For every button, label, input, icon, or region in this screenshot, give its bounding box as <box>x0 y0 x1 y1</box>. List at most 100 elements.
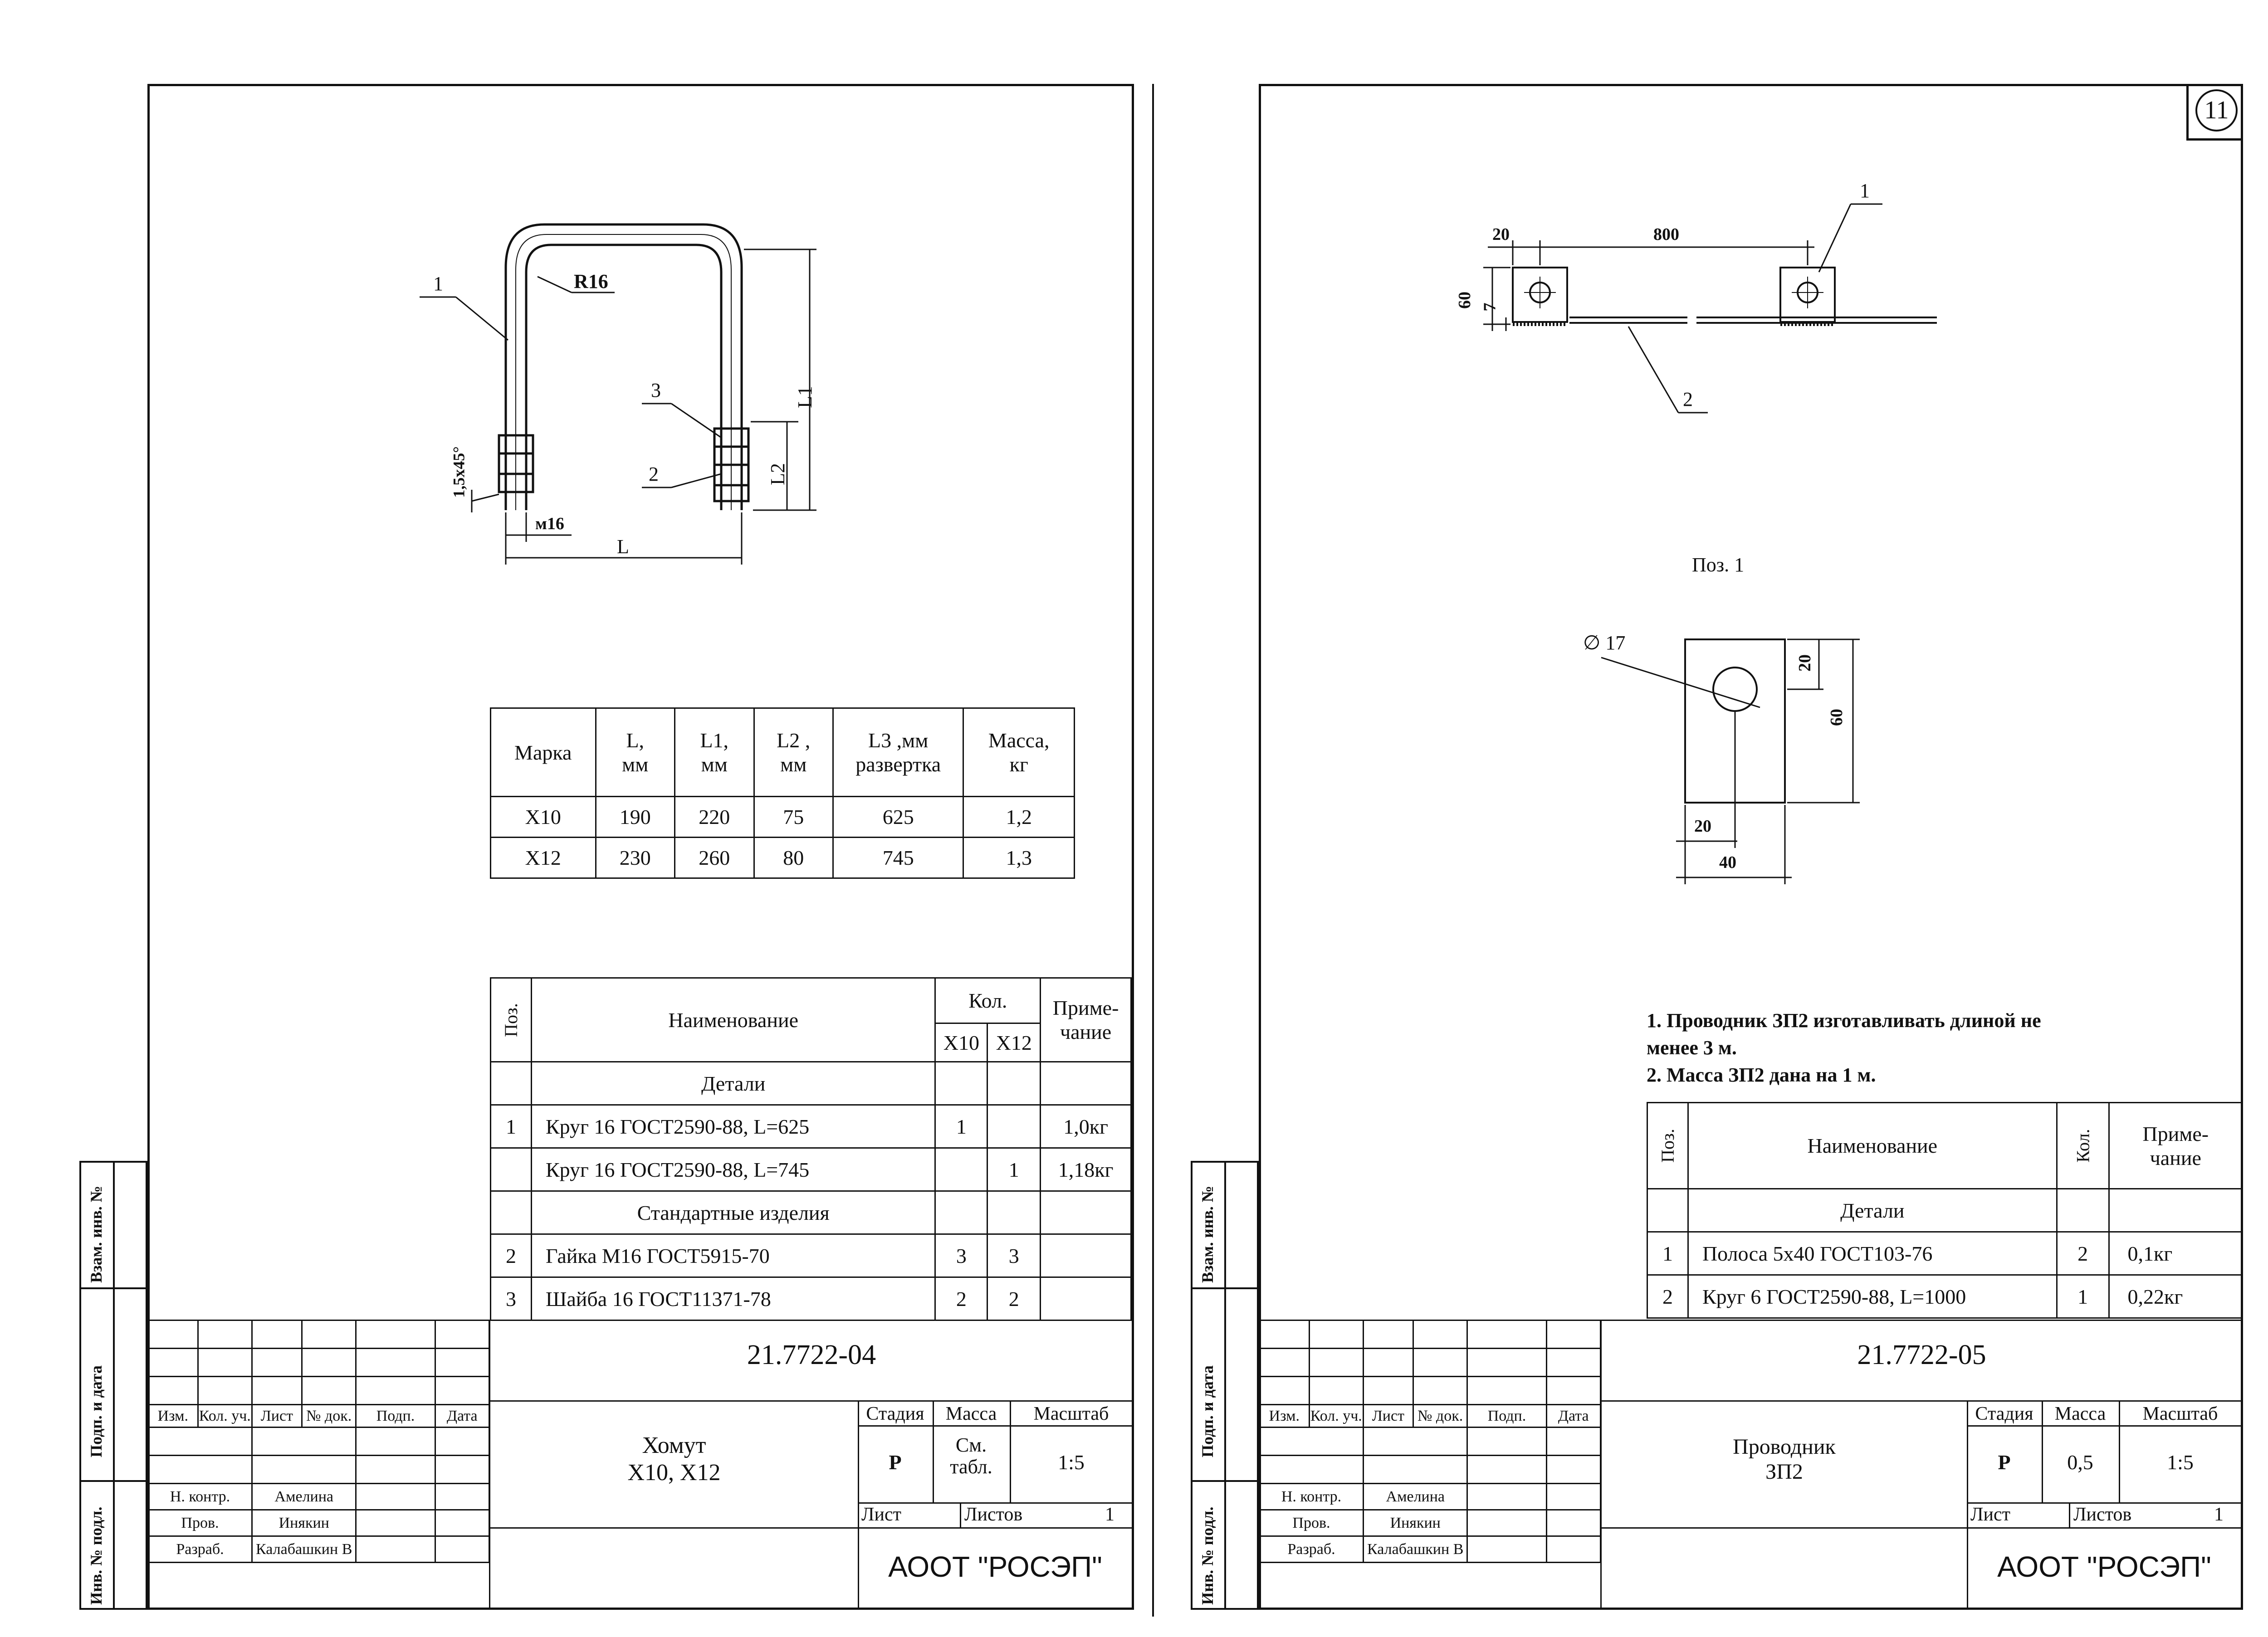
masshtab-header: Масштаб <box>2142 1403 2218 1424</box>
u-bolt-drawing <box>420 223 816 565</box>
callout-2: 2 <box>649 463 659 485</box>
hdr-l: L, мм <box>595 707 675 797</box>
sheet-number: 11 <box>2195 89 2238 132</box>
massa-header: Масса <box>945 1403 997 1424</box>
masshtab-value: 1:5 <box>1058 1451 1085 1474</box>
sidebar-inv: Инв. № подл. <box>87 1506 105 1605</box>
right-sidebar: Взам. инв. № Подп. и дата Инв. № подл. <box>1191 1161 1259 1610</box>
dim-m16: м16 <box>535 514 564 533</box>
masshtab-header: Масштаб <box>1033 1403 1109 1424</box>
callout-1: 1 <box>433 273 443 295</box>
cell: X10 <box>490 796 596 838</box>
cell: 625 <box>832 796 964 838</box>
hdr-kol: Кол. <box>2056 1102 2110 1189</box>
hdr-note: Приме- чание <box>2108 1102 2244 1189</box>
hdr-mass: Масса, кг <box>963 707 1075 797</box>
massa-header: Масса <box>2054 1403 2106 1424</box>
hdr-name: Наименование <box>530 977 936 1062</box>
hdr-l2: L2 , мм <box>753 707 834 797</box>
listov-label: Листов <box>2073 1504 2132 1525</box>
detail-d40: 40 <box>1719 853 1736 872</box>
callout-2-right: 2 <box>1683 388 1693 410</box>
hdr-x10: X10 <box>934 1023 988 1062</box>
sidebar-vzam: Взам. инв. № <box>87 1185 105 1283</box>
org-name: АООТ "РОСЭП" <box>888 1550 1102 1583</box>
hdr-poz: Поз. <box>490 977 532 1062</box>
cell: 1,3 <box>963 837 1075 879</box>
detail-d60: 60 <box>1827 709 1846 726</box>
cell: 230 <box>595 837 675 879</box>
hdr-l3: L3 ,мм развертка <box>832 707 964 797</box>
hdr-l1: L1, мм <box>674 707 755 797</box>
left-stamp-main: 21.7722-04 Хомут X10, X12 Стадия Масса М… <box>489 1320 1134 1610</box>
dim-20: 20 <box>1492 225 1510 244</box>
detail-d20a: 20 <box>1795 654 1814 672</box>
sheet-divider <box>1152 84 1154 1617</box>
dim-7: 7 <box>1480 302 1500 312</box>
section-standard: Стандартные изделия <box>530 1190 936 1235</box>
listov-value: 1 <box>1105 1504 1114 1525</box>
note-line-1: 1. Проводник ЗП2 изготавливать длиной не <box>1647 1009 2041 1032</box>
cell: 75 <box>753 796 834 838</box>
cell: 80 <box>753 837 834 879</box>
hdr-poz: Поз. <box>1647 1102 1689 1189</box>
detail-d20b: 20 <box>1694 817 1711 836</box>
right-spec-table: Поз. Наименование Кол. Приме- чание Дета… <box>1647 1102 2244 1319</box>
section-details: Детали <box>1687 1188 2058 1233</box>
doc-code: 21.7722-05 <box>1857 1340 1986 1370</box>
callout-1-right: 1 <box>1860 180 1870 202</box>
masshtab-value: 1:5 <box>2167 1451 2194 1474</box>
listov-label: Листов <box>964 1504 1023 1525</box>
doc-title: Проводник ЗП2 <box>1733 1435 1836 1484</box>
left-sidebar: Взам. инв. № Подп. и дата Инв. № подл. <box>79 1161 147 1610</box>
list-label: Лист <box>1970 1504 2010 1525</box>
callout-3: 3 <box>651 379 661 401</box>
doc-code: 21.7722-04 <box>747 1340 876 1370</box>
stadia-value: Р <box>1998 1451 2011 1474</box>
cell: X12 <box>490 837 596 879</box>
sidebar-vzam: Взам. инв. № <box>1198 1185 1217 1283</box>
cell: 220 <box>674 796 755 838</box>
hdr-x12: X12 <box>987 1023 1041 1062</box>
dim-800: 800 <box>1653 225 1679 244</box>
detail-dia: ∅ 17 <box>1583 632 1626 654</box>
sidebar-podp: Подп. и дата <box>1198 1365 1217 1457</box>
hdr-kol: Кол. <box>934 977 1041 1024</box>
dim-r16: R16 <box>574 270 608 292</box>
left-spec-table: Поз. Наименование Кол. Приме- чание X10 … <box>490 977 1132 1321</box>
org-name: АООТ "РОСЭП" <box>1997 1550 2211 1583</box>
note-line-2: менее 3 м. <box>1647 1037 1737 1059</box>
stadia-value: Р <box>889 1451 902 1474</box>
sidebar-inv: Инв. № подл. <box>1198 1506 1217 1605</box>
detail-title: Поз. 1 <box>1692 554 1745 576</box>
stadia-header: Стадия <box>1975 1403 2033 1424</box>
sidebar-podp: Подп. и дата <box>87 1365 105 1457</box>
massa-value: См. табл. <box>950 1434 992 1478</box>
cell: 260 <box>674 837 755 879</box>
doc-title: Хомут X10, X12 <box>627 1432 721 1486</box>
hdr-marka: Марка <box>490 707 596 797</box>
hdr-note: Приме- чание <box>1040 977 1132 1062</box>
dim-60: 60 <box>1455 292 1474 309</box>
conductor-drawing <box>1483 203 1937 884</box>
note-line-3: 2. Масса ЗП2 дана на 1 м. <box>1647 1064 1876 1086</box>
section-details: Детали <box>530 1061 936 1106</box>
stadia-header: Стадия <box>866 1403 924 1424</box>
cell: 745 <box>832 837 964 879</box>
listov-value: 1 <box>2214 1504 2224 1525</box>
params-table: Марка L, мм L1, мм L2 , мм L3 ,мм развер… <box>490 707 1075 879</box>
sheet-number-box: 11 <box>2186 84 2243 141</box>
right-stamp-main: 21.7722-05 Проводник ЗП2 Стадия Масса Ма… <box>1600 1320 2243 1610</box>
hdr-name: Наименование <box>1687 1102 2058 1189</box>
cell: 190 <box>595 796 675 838</box>
list-label: Лист <box>861 1504 901 1525</box>
dim-l: L <box>617 536 629 558</box>
